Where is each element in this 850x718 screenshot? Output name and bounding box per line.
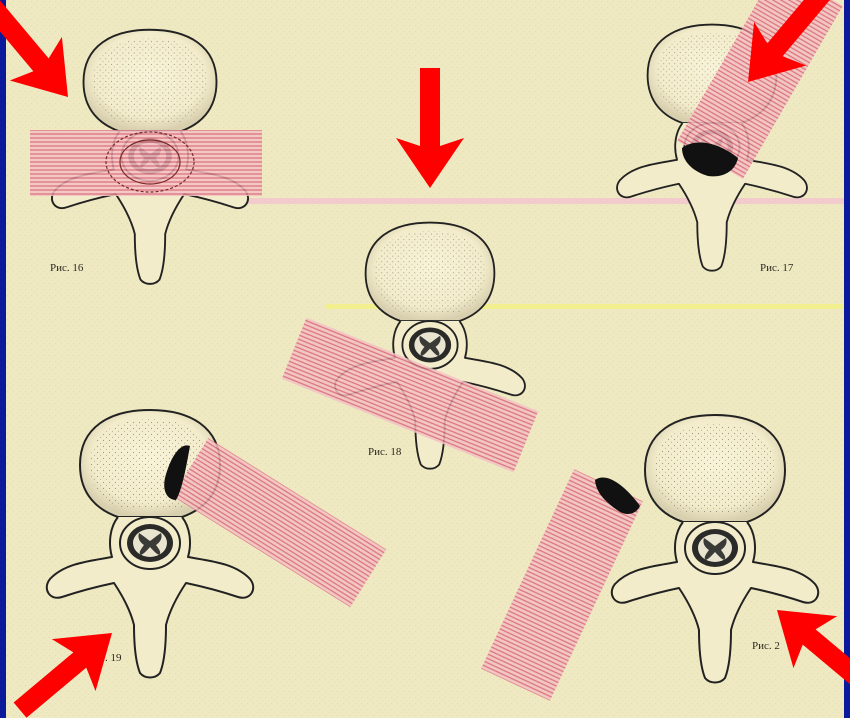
figure-17-label: Рис. 17	[760, 262, 793, 274]
figure-20-label: Рис. 2	[752, 640, 780, 652]
figure-19-label: . 19	[105, 652, 122, 664]
figure-16-label: Рис. 16	[50, 262, 83, 274]
figure-18-label: Рис. 18	[368, 446, 401, 458]
